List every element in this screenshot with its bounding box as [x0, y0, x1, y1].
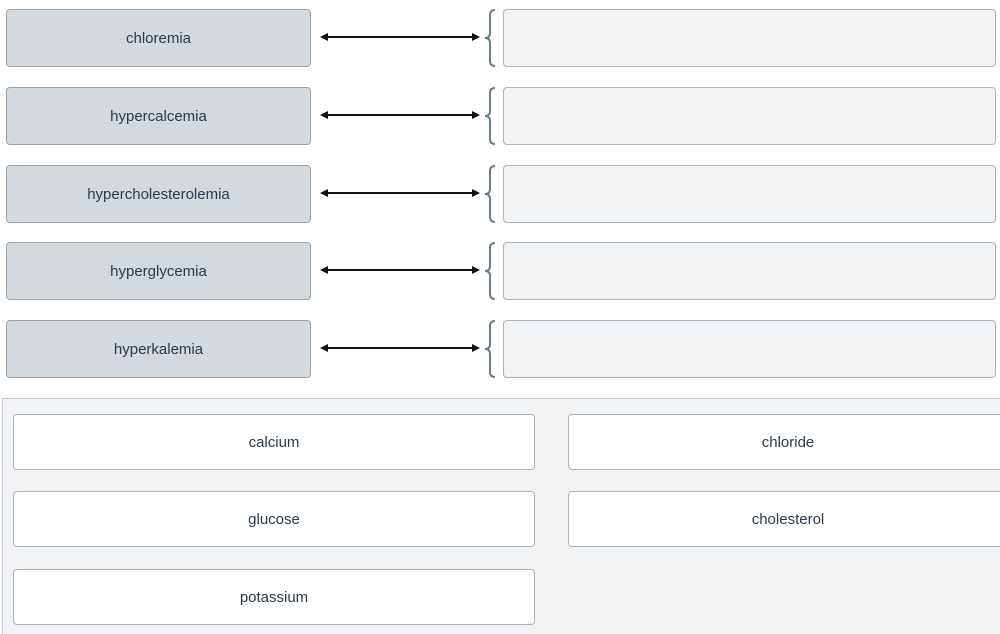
choice-potassium[interactable]: potassium	[13, 569, 535, 625]
term-hyperkalemia[interactable]: hyperkalemia	[6, 320, 311, 378]
drop-target-1[interactable]	[503, 9, 996, 67]
choice-cholesterol[interactable]: cholesterol	[568, 491, 1000, 547]
brace-icon	[484, 87, 496, 145]
drop-target-3[interactable]	[503, 165, 996, 223]
choice-chloride[interactable]: chloride	[568, 414, 1000, 470]
match-row-2: hypercalcemia	[0, 87, 1000, 145]
match-row-5: hyperkalemia	[0, 320, 1000, 378]
match-row-4: hyperglycemia	[0, 242, 1000, 300]
term-hypercholesterolemia[interactable]: hypercholesterolemia	[6, 165, 311, 223]
match-row-1: chloremia	[0, 9, 1000, 67]
double-arrow-icon	[320, 111, 480, 119]
term-hyperglycemia[interactable]: hyperglycemia	[6, 242, 311, 300]
double-arrow-icon	[320, 189, 480, 197]
brace-icon	[484, 9, 496, 67]
brace-icon	[484, 320, 496, 378]
term-chloremia[interactable]: chloremia	[6, 9, 311, 67]
double-arrow-icon	[320, 266, 480, 274]
drop-target-5[interactable]	[503, 320, 996, 378]
double-arrow-icon	[320, 33, 480, 41]
brace-icon	[484, 242, 496, 300]
term-hypercalcemia[interactable]: hypercalcemia	[6, 87, 311, 145]
drop-target-4[interactable]	[503, 242, 996, 300]
answer-bank: calcium chloride glucose cholesterol pot…	[2, 398, 1000, 634]
double-arrow-icon	[320, 344, 480, 352]
match-row-3: hypercholesterolemia	[0, 165, 1000, 223]
choice-calcium[interactable]: calcium	[13, 414, 535, 470]
brace-icon	[484, 165, 496, 223]
choice-glucose[interactable]: glucose	[13, 491, 535, 547]
drop-target-2[interactable]	[503, 87, 996, 145]
